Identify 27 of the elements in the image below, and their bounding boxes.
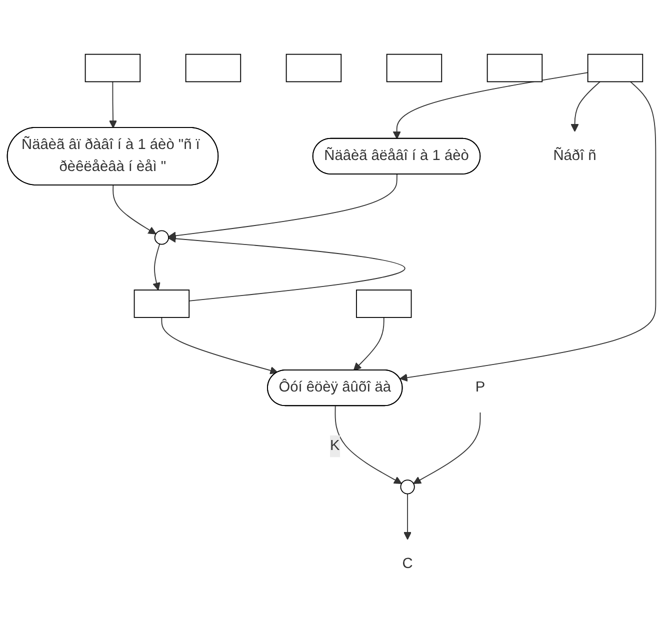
arrow — [168, 235, 406, 302]
arrow — [353, 317, 384, 372]
arrow — [392, 72, 588, 140]
arrow — [109, 82, 118, 129]
arrow — [112, 185, 156, 235]
node-box — [134, 290, 190, 318]
node-box — [587, 54, 644, 83]
node-text: Ñáðî ñ — [553, 148, 596, 164]
node-box — [185, 54, 242, 83]
node-box — [84, 54, 141, 83]
node-text: P — [475, 380, 486, 396]
arrow — [400, 82, 656, 382]
arrow — [413, 412, 481, 484]
node-text: C — [402, 556, 413, 572]
node-box — [286, 54, 342, 83]
node-box — [386, 54, 442, 83]
arrow — [168, 174, 398, 240]
arrow — [161, 317, 278, 375]
arrow — [152, 244, 160, 291]
edge-label: K — [330, 438, 340, 454]
node-box — [486, 54, 543, 83]
arrow — [570, 82, 600, 132]
arrow — [334, 406, 402, 484]
node-box — [356, 290, 412, 318]
node-circle — [400, 480, 415, 495]
arrow — [404, 494, 412, 540]
node-circle — [154, 230, 169, 246]
